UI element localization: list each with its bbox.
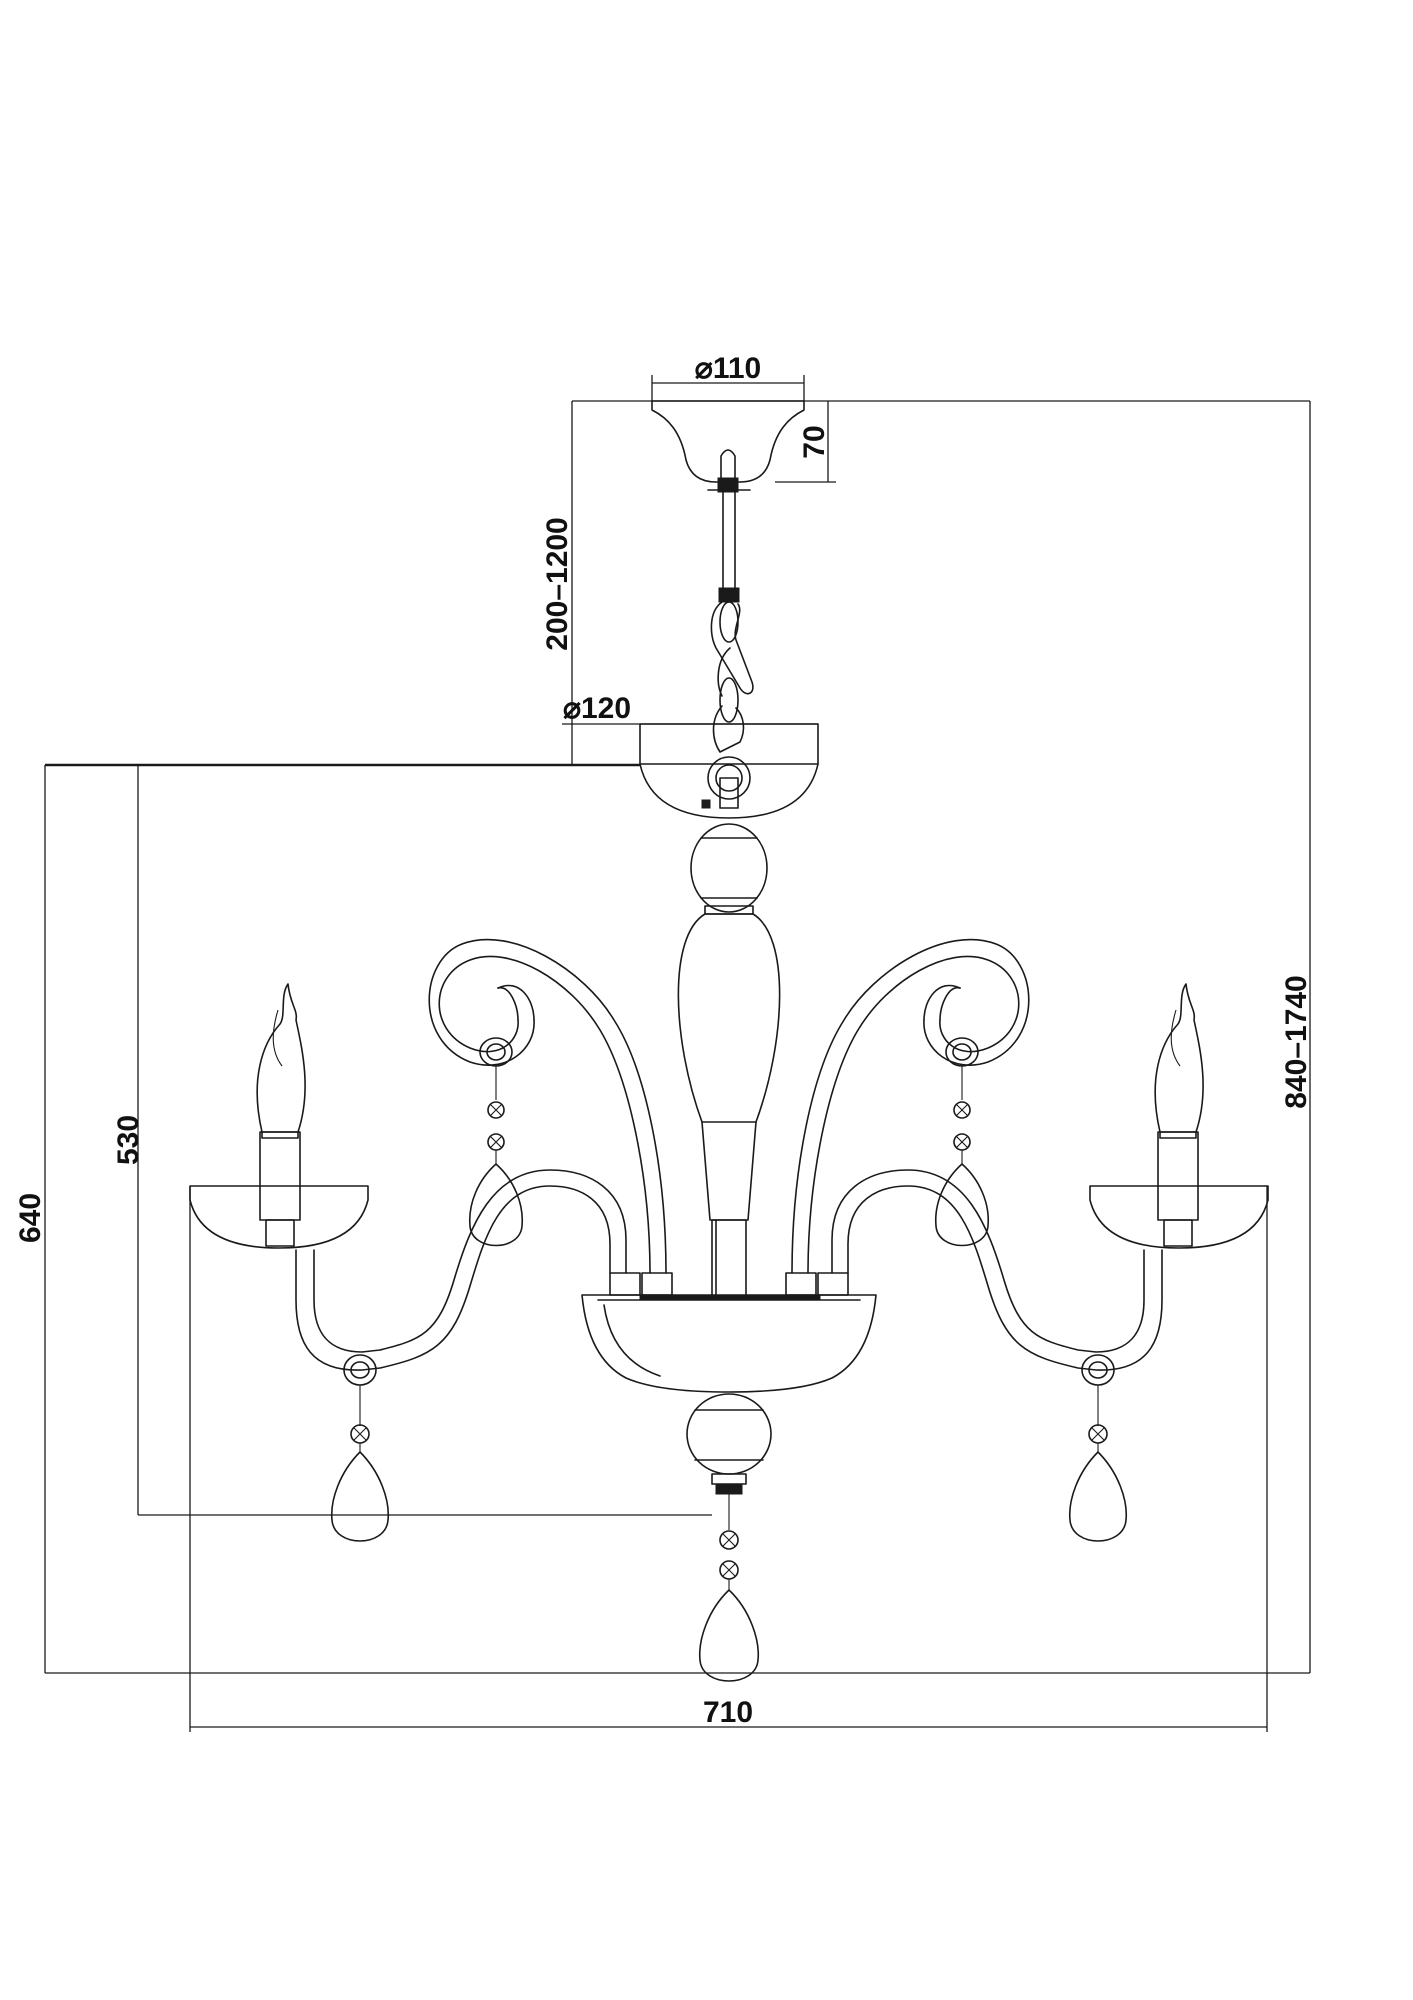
- lower-arms: [295, 1169, 1163, 1371]
- left-candle: [189, 983, 369, 1249]
- dimension-labels: ⌀110 70 200–1200 ⌀120 840–1740 640 530 7…: [14, 352, 1313, 1729]
- label-bowl-diameter: ⌀120: [563, 692, 631, 725]
- crystal-pendants: [330, 1037, 1128, 1682]
- upper-bowl: [639, 723, 819, 819]
- label-width: 710: [703, 1696, 753, 1729]
- label-canopy-height: 70: [798, 425, 831, 458]
- label-chain-length: 200–1200: [541, 517, 574, 650]
- label-body-height: 530: [112, 1115, 145, 1165]
- label-height-640: 640: [14, 1193, 47, 1243]
- label-total-height: 840–1740: [1280, 975, 1313, 1108]
- label-canopy-diameter: ⌀110: [695, 352, 761, 385]
- ceiling-canopy: [651, 400, 805, 493]
- center-base-dish: [581, 1272, 877, 1495]
- right-candle: [1089, 983, 1269, 1249]
- suspension-chain: [701, 449, 754, 809]
- central-column: [677, 823, 781, 1299]
- upper-scroll-arms: [428, 938, 1030, 1274]
- dimension-lines: [44, 375, 1311, 1732]
